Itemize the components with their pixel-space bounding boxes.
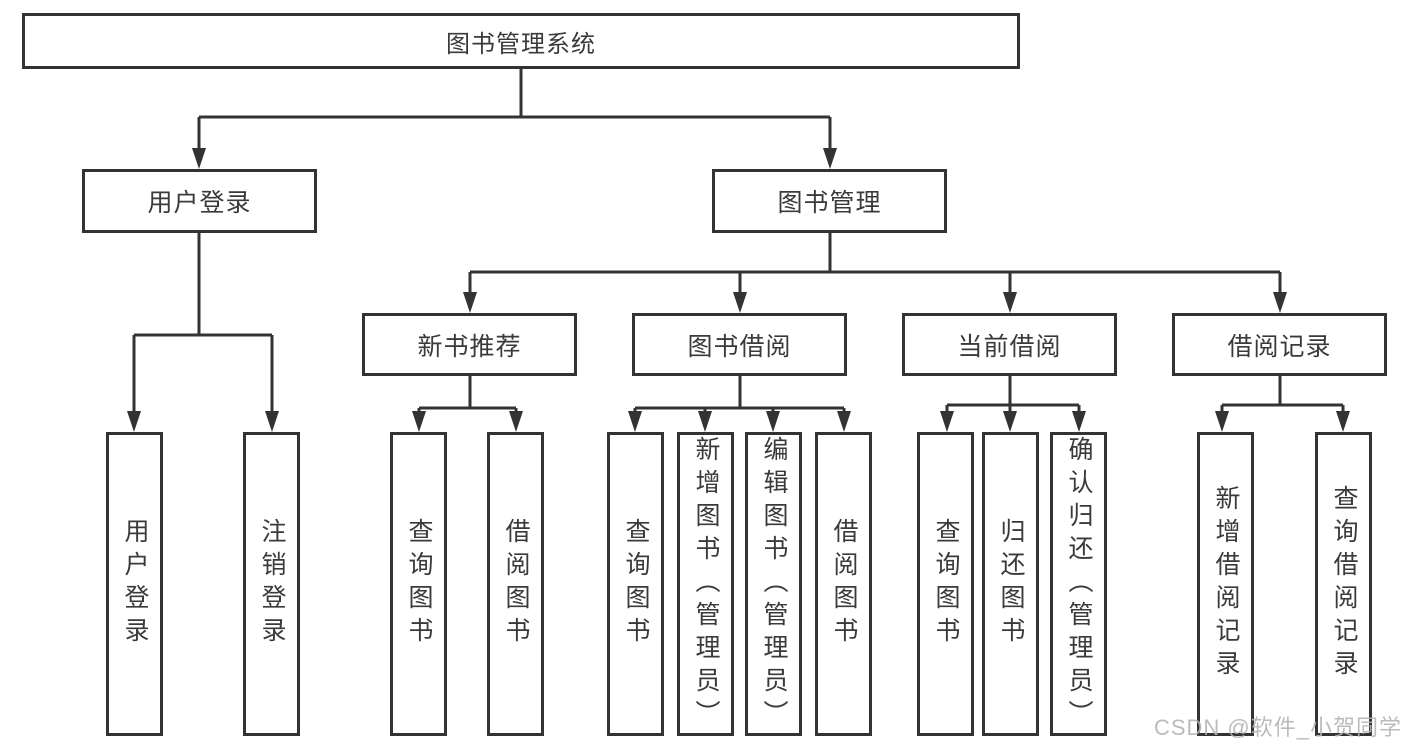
node-query-books-recommend: 查询图书 (390, 432, 447, 736)
node-add-book-admin: 新增图书（管理员） (677, 432, 734, 736)
node-return-books: 归还图书 (982, 432, 1039, 736)
node-query-books-borrow: 查询图书 (607, 432, 664, 736)
connector-lines (132, 67, 1345, 418)
node-book-borrow: 图书借阅 (632, 313, 847, 376)
node-add-borrow-record: 新增借阅记录 (1197, 432, 1254, 736)
node-borrow-records: 借阅记录 (1172, 313, 1387, 376)
node-borrow-books: 借阅图书 (815, 432, 872, 736)
csdn-watermark: CSDN @软件_小贺同学 (1153, 715, 1402, 740)
node-book-management: 图书管理 (712, 169, 947, 233)
node-user-login: 用户登录 (106, 432, 163, 736)
node-query-books-current: 查询图书 (917, 432, 974, 736)
node-query-borrow-record: 查询借阅记录 (1315, 432, 1372, 736)
node-borrow-books-recommend: 借阅图书 (487, 432, 544, 736)
node-new-book-recommend: 新书推荐 (362, 313, 577, 376)
node-confirm-return-admin: 确认归还（管理员） (1050, 432, 1107, 736)
node-current-borrow: 当前借阅 (902, 313, 1117, 376)
node-logout: 注销登录 (243, 432, 300, 736)
node-edit-book-admin: 编辑图书（管理员） (745, 432, 802, 736)
node-user-login-branch: 用户登录 (82, 169, 317, 233)
arrowheads (127, 148, 1350, 432)
node-root: 图书管理系统 (22, 13, 1020, 69)
